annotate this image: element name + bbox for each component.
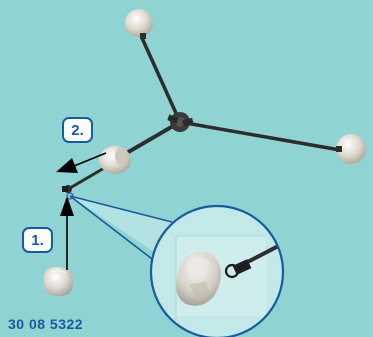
step-2-arrow [56, 152, 107, 173]
rod-top [140, 36, 182, 124]
zoom-end-cap [176, 251, 222, 306]
zoom-detail-circle [149, 204, 285, 337]
central-hub [167, 112, 194, 132]
step-2-badge: 2. [62, 117, 93, 143]
end-cap-right [336, 134, 366, 164]
rod-end-node [62, 185, 72, 193]
step-1-badge: 1. [22, 227, 53, 253]
part-number: 30 08 5322 [8, 316, 83, 332]
rod-right [178, 120, 342, 152]
zoom-connector-tip [224, 259, 252, 279]
end-cap-loose [44, 266, 74, 296]
end-cap-middle [99, 146, 131, 174]
zoom-callout-cone [66, 192, 173, 263]
step-2-label: 2. [71, 122, 84, 139]
step-1-label: 1. [31, 232, 44, 249]
step-1-arrow [60, 196, 74, 270]
rod-left [116, 120, 182, 160]
end-cap-top [125, 9, 153, 39]
